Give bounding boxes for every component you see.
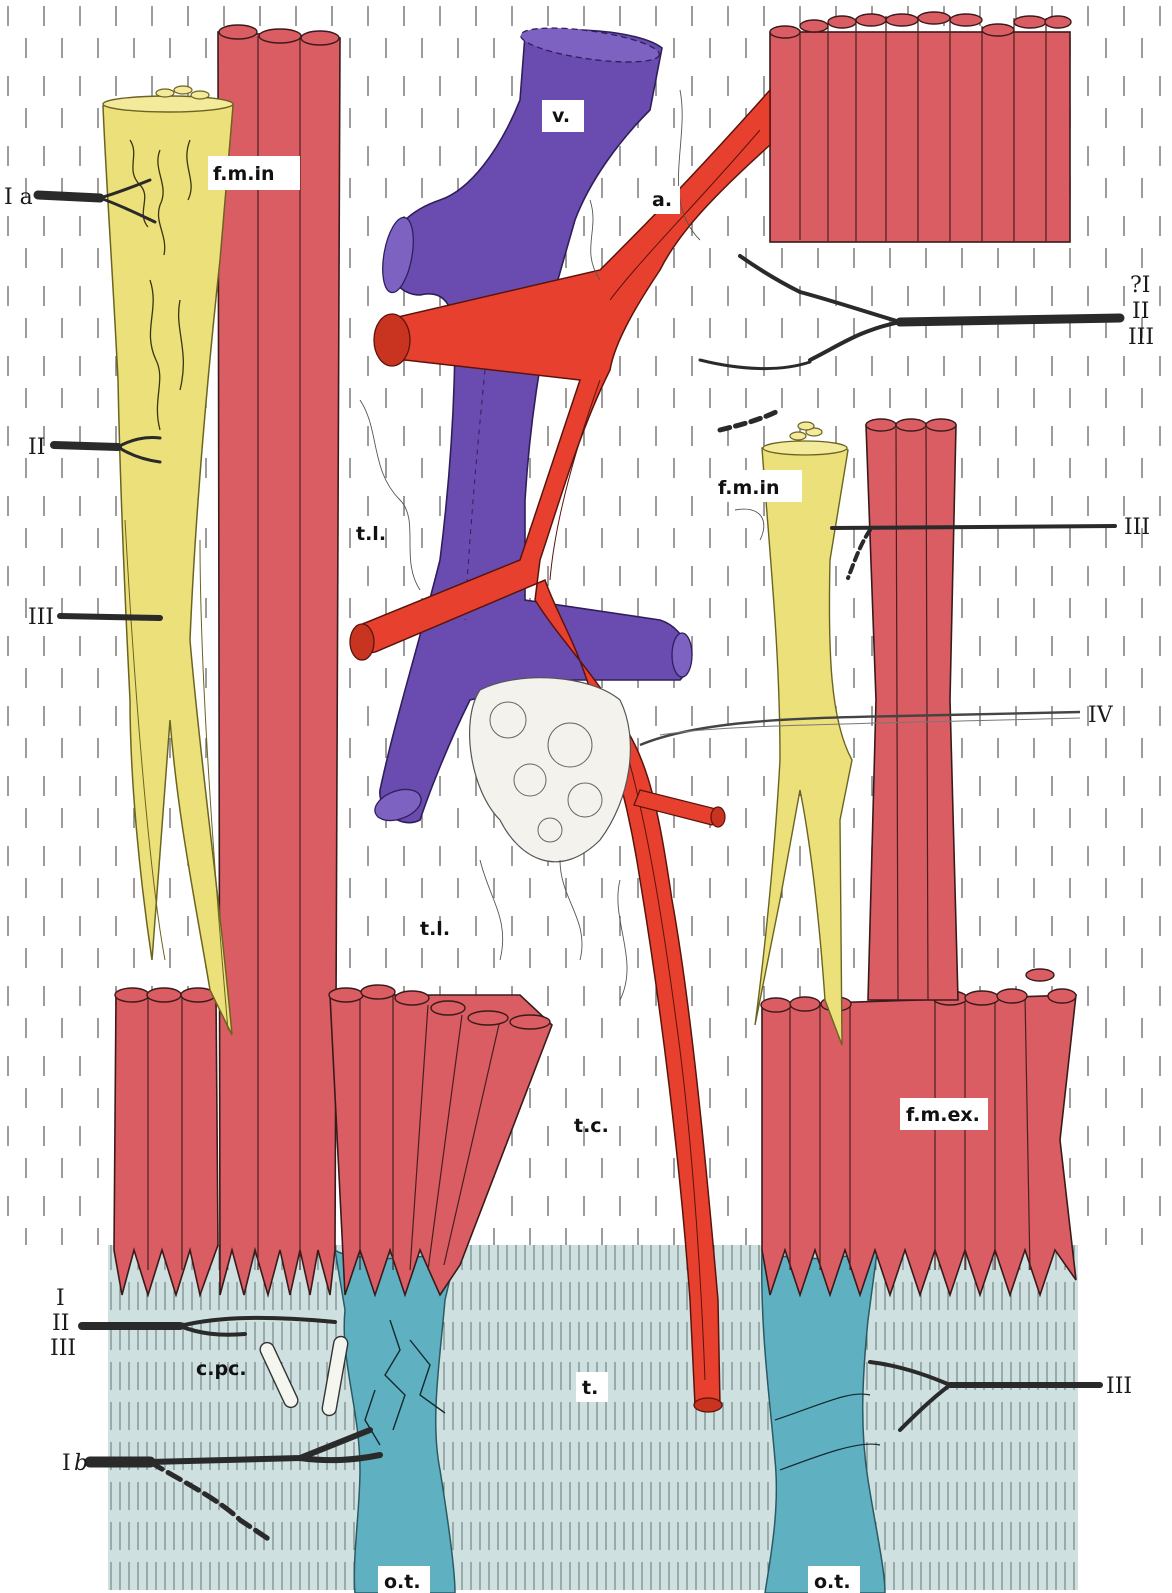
label-artery: a.	[652, 189, 672, 211]
muscle-bundle-bottom-left	[114, 988, 218, 1295]
nerve-label-qI: ?I	[1130, 273, 1151, 298]
label-vein: v.	[552, 105, 570, 127]
nerve-label-III-right-top: III	[1128, 325, 1154, 350]
muscle-bundle-long-left	[218, 25, 340, 1295]
label-tendon: t.	[582, 1377, 598, 1399]
nerve-label-II-bottom: II	[52, 1311, 69, 1336]
nerve-label-Ib-b: b	[74, 1451, 88, 1476]
muscle-bundle-top-right	[770, 12, 1071, 242]
muscle-fiber	[770, 32, 1070, 242]
label-ot-right: o.t.	[814, 1571, 851, 1593]
nerve-label-Ia: I a	[4, 185, 33, 210]
label-fmin-right: f.m.in	[718, 477, 780, 499]
nerve-label-III-left: III	[28, 605, 54, 630]
label-tl-upper: t.l.	[356, 523, 386, 545]
label-tc: t.c.	[574, 1115, 609, 1137]
label-tl-lower: t.l.	[420, 918, 450, 940]
nerve-label-III-bottom: III	[50, 1336, 76, 1361]
nerve-label-III-bottom-right: III	[1106, 1374, 1132, 1399]
nerve-label-I-bottom: I	[56, 1286, 65, 1311]
nerve-label-Ib-I: I	[62, 1451, 71, 1476]
label-cpc: c.pc.	[196, 1358, 247, 1380]
tendon-hatching	[108, 1245, 1078, 1590]
label-fmin-left: f.m.in	[213, 163, 275, 185]
tendon-region	[108, 1245, 1078, 1590]
nerve-label-II-right: II	[1132, 299, 1149, 324]
nerve-label-III-right-mid: III	[1124, 515, 1150, 540]
label-ot-left: o.t.	[384, 1571, 421, 1593]
nerve-label-II-left: II	[28, 435, 45, 460]
nerve-label-IV: IV	[1088, 703, 1114, 728]
muscle-bundle-bottom-right	[761, 969, 1076, 1295]
label-fmex: f.m.ex.	[906, 1104, 980, 1126]
muscle-bundle-tall-right	[866, 419, 958, 1000]
